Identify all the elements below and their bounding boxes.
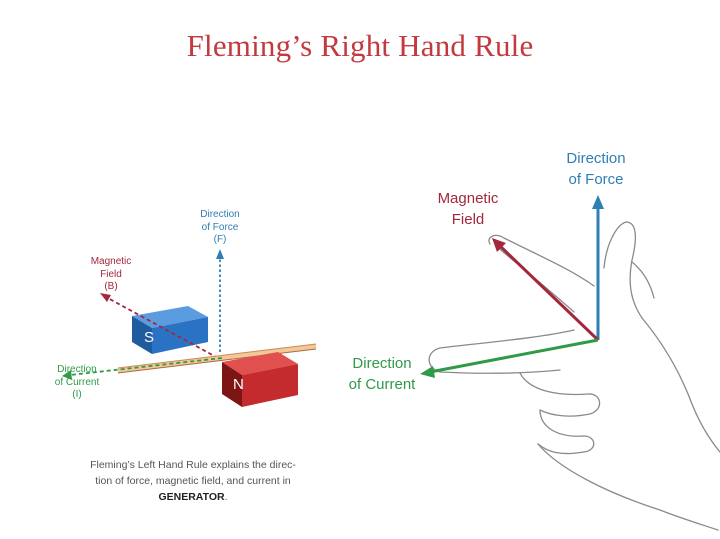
- magnet-n-label: N: [233, 376, 244, 393]
- hand-field-arrow: [498, 244, 600, 342]
- hand-current-arrow: [429, 338, 599, 374]
- left-force-label: Direction of Force (F): [200, 209, 240, 245]
- north-magnet: [222, 352, 298, 407]
- field-arrow-dashed: [105, 296, 219, 359]
- left-field-label: Magnetic Field (B): [90, 256, 132, 292]
- left-diagram: S N: [62, 249, 317, 407]
- force-arrowhead: [216, 249, 224, 259]
- page-title: Fleming’s Right Hand Rule: [186, 28, 534, 63]
- hand-force-arrowhead: [592, 195, 604, 209]
- caption-bold-word: GENERATOR: [158, 490, 225, 503]
- hand-outline: [428, 221, 720, 531]
- magnet-s-label: S: [144, 329, 154, 346]
- right-current-label: Direction of Current: [348, 355, 416, 393]
- right-force-label: Direction of Force: [566, 150, 626, 188]
- caption: Fleming’s Left Hand Rule explains the di…: [90, 459, 296, 503]
- current-arrow-dashed: [69, 357, 223, 376]
- hand-field-arrowhead: [492, 238, 506, 252]
- right-field-label: Magnetic Field: [437, 190, 499, 228]
- field-arrowhead: [100, 293, 111, 302]
- left-current-label: Direction of Current (I): [54, 364, 100, 400]
- current-arrowhead: [62, 370, 72, 380]
- south-magnet: [132, 306, 208, 354]
- conductor-rod: [117, 343, 317, 374]
